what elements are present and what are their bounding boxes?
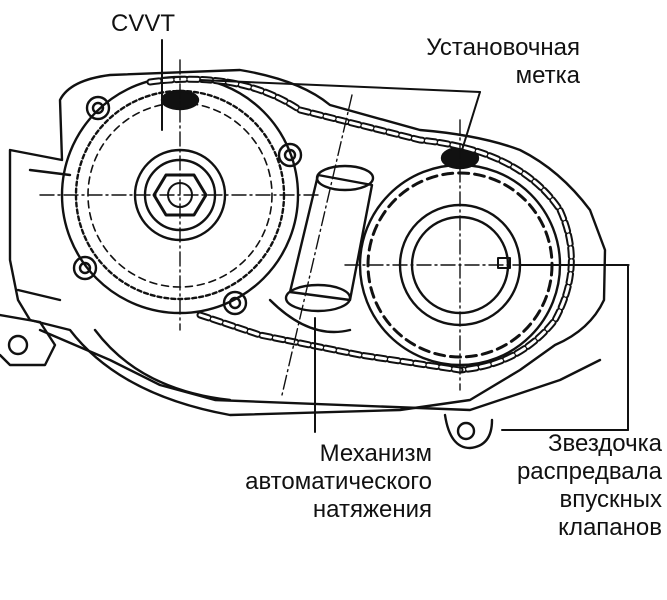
timing-chain-lower [196, 311, 464, 374]
engine-cover-outline [8, 68, 607, 417]
timing-mark-line-1: Установочная [426, 34, 580, 61]
intake-sprocket-line-3: впускных [559, 486, 662, 513]
tensioner-body [288, 173, 374, 302]
timing-mark-leader-right [461, 91, 481, 151]
tensioner-bottom [284, 283, 352, 313]
intake-sprocket-line-4: клапанов [558, 514, 662, 541]
intake-sprocket-line-1: Звездочка [548, 430, 662, 457]
cvvt-bolt-bottom-right [222, 290, 248, 316]
left-mounting-tab [0, 313, 57, 367]
cvvt-bolt-top-left [85, 95, 111, 121]
tensioner-line-3: натяжения [312, 496, 432, 523]
intake-sprocket-pin [497, 257, 511, 269]
tensioner-label: Механизм автоматического натяжения [200, 440, 432, 524]
tensioner-line-2: автоматического [245, 468, 432, 495]
cvvt-label: CVVT [98, 10, 188, 38]
cover-bottom-edge [38, 328, 602, 412]
bottom-mount-boss [443, 413, 494, 450]
left-mount-hole [7, 334, 29, 356]
cvvt-label-text: CVVT [110, 10, 175, 37]
intake-sprocket-label: Звездочка распредвала впускных клапанов [440, 430, 662, 542]
tensioner-axis [281, 94, 353, 396]
bottom-mount-hole [456, 421, 476, 441]
tensioner-top [315, 164, 375, 192]
tensioner-slipper [268, 298, 352, 334]
intake-sprocket-line-2: распредвала [516, 458, 662, 485]
timing-mark-line-2: метка [515, 62, 580, 89]
cvvt-bolt-right [277, 142, 303, 168]
timing-mark-leader-left [199, 79, 481, 93]
cvvt-bolt-bottom-left [72, 255, 98, 281]
timing-mark-label: Установочная метка [330, 34, 580, 90]
tensioner-line-1: Механизм [319, 440, 432, 467]
